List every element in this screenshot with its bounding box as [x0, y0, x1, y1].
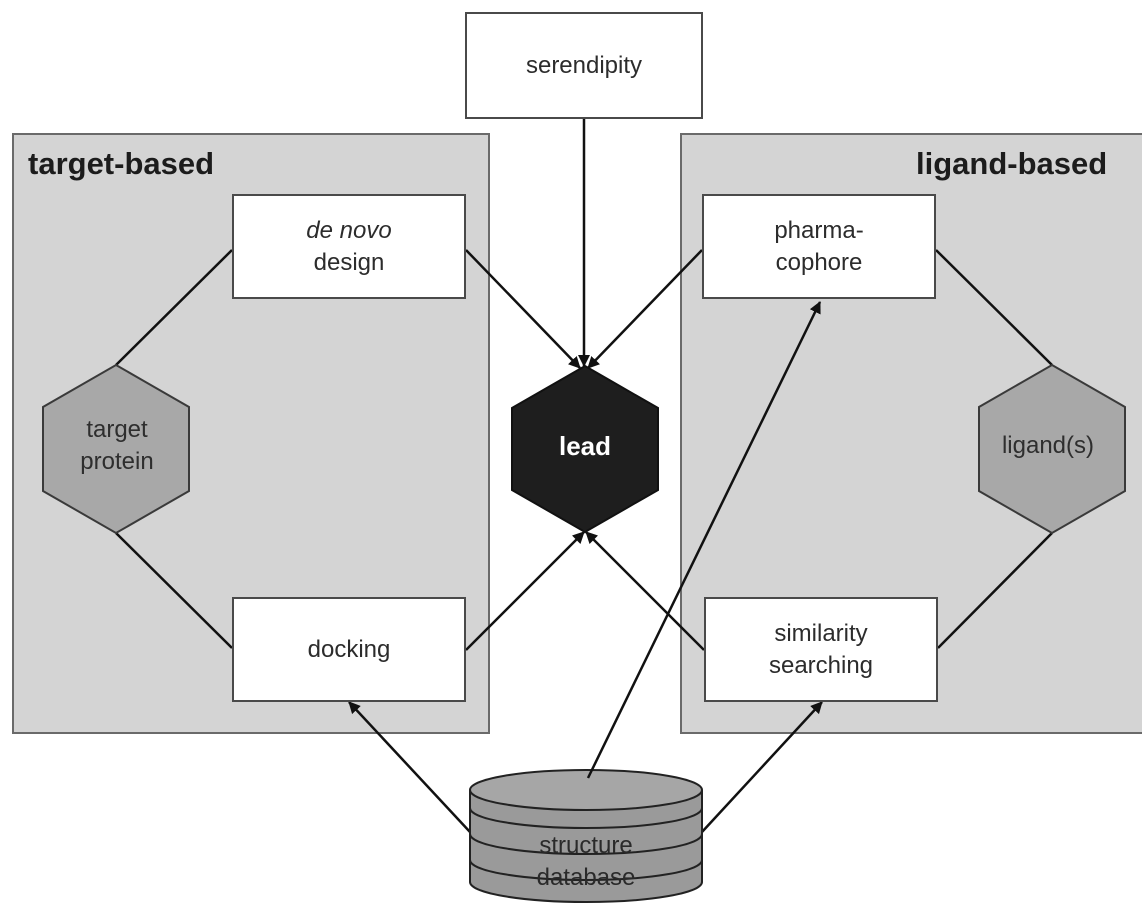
similarity-searching-box: similarity searching — [704, 597, 938, 702]
design-label: design — [313, 248, 385, 276]
database-to-similarity-arrow — [701, 701, 823, 833]
serendipity-box: serendipity — [465, 12, 703, 119]
similarity-to-lead-arrow — [585, 531, 705, 651]
ligand-based-title: ligand-based — [916, 146, 1108, 181]
de-novo-label: de novo — [306, 216, 392, 244]
target-label-line1: target — [86, 416, 148, 443]
lead-hexagon — [511, 364, 659, 534]
ligand-label: ligand(s) — [1001, 432, 1095, 459]
pharma-to-ligand-line — [935, 249, 1053, 366]
pharmacophore-label-line1: pharma- — [774, 216, 864, 244]
de-novo-design-box: de novo design — [232, 194, 466, 299]
pharmacophore-label-line2: cophore — [775, 248, 863, 276]
target-protein-hexagon — [42, 363, 190, 535]
database-to-docking-arrow — [348, 701, 471, 833]
database-label-line1: structure — [539, 832, 633, 859]
similarity-label: similarity — [774, 619, 868, 647]
similarity-to-ligand-line — [937, 532, 1053, 649]
target-label-line2: protein — [80, 448, 154, 475]
target-to-docking-line — [115, 532, 233, 649]
target-to-denovo-line — [115, 249, 233, 366]
denovo-to-lead-arrow — [465, 249, 581, 369]
database-to-pharmacophore-arrow — [586, 301, 822, 779]
structure-database-cylinder — [469, 769, 703, 903]
searching-label: searching — [768, 651, 874, 679]
database-label-line2: database — [536, 864, 636, 891]
structure-database-label: structure database — [470, 830, 702, 894]
lead-label: lead — [558, 431, 612, 461]
docking-box: docking — [232, 597, 466, 702]
docking-label: docking — [307, 635, 391, 663]
target-protein-label: target protein — [48, 414, 186, 478]
ligand-hexagon — [978, 363, 1126, 535]
docking-to-lead-arrow — [465, 531, 585, 651]
serendipity-label: serendipity — [525, 51, 643, 79]
pharma-to-lead-arrow — [587, 249, 703, 369]
target-based-title: target-based — [28, 146, 215, 181]
pharmacophore-box: pharma- cophore — [702, 194, 936, 299]
